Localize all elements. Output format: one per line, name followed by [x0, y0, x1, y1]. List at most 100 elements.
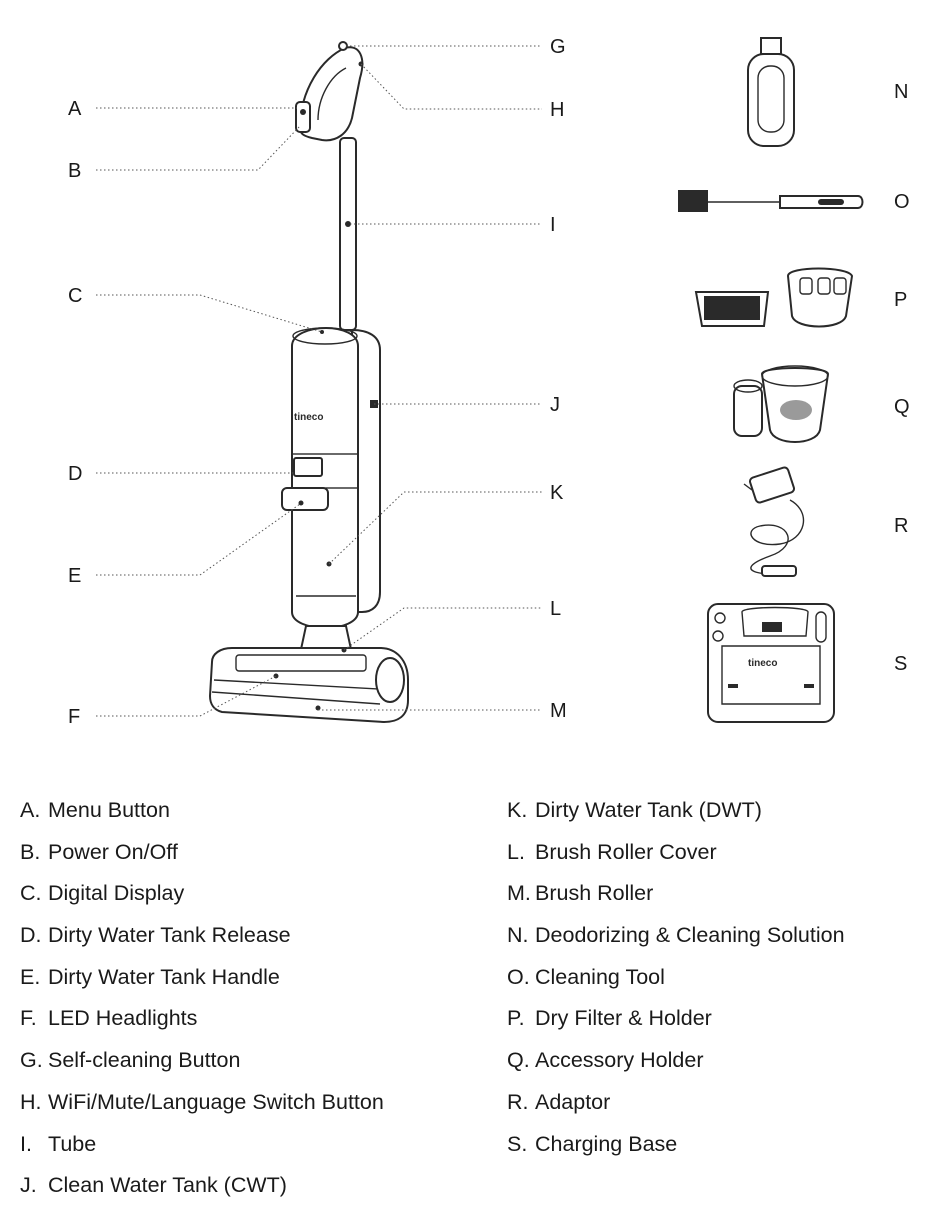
legend-item: C.Digital Display: [20, 873, 490, 915]
callout-j: J: [550, 394, 560, 416]
handle-inner-line: [317, 67, 347, 121]
legend-letter: D.: [20, 923, 42, 948]
self-cleaning-button-shape: [338, 41, 348, 51]
parts-diagram-svg: tineco: [68, 36, 910, 728]
legend-text: Dirty Water Tank Release: [48, 923, 291, 948]
adaptor-illustration: [743, 466, 805, 577]
legend-text: Adaptor: [535, 1089, 611, 1114]
callout-s: S: [894, 653, 907, 675]
legend-text: Accessory Holder: [535, 1048, 704, 1073]
accessory-holder-inner: [780, 400, 812, 420]
legend-text: WiFi/Mute/Language Switch Button: [48, 1089, 384, 1114]
legend-letter: F.: [20, 1006, 37, 1031]
brush-roller-dot: [315, 705, 321, 711]
callout-r: R: [894, 515, 908, 537]
legend-letter: C.: [20, 881, 42, 906]
charging-base-tray: [721, 645, 821, 705]
legend-item: J.Clean Water Tank (CWT): [20, 1165, 490, 1207]
dry-filter-mesh: [704, 296, 760, 320]
wheel-shape: [375, 657, 405, 703]
legend-letter: B.: [20, 839, 41, 864]
legend-item: Q.Accessory Holder: [507, 1040, 917, 1082]
callout-c: C: [68, 285, 82, 307]
headlight-dot: [273, 673, 279, 679]
floor-washer-illustration: tineco: [208, 41, 409, 724]
brush-head-top-panel: [235, 654, 367, 672]
cleaning-tool-grip: [818, 199, 844, 205]
callout-g: G: [550, 36, 566, 58]
bottle-cap: [760, 37, 782, 55]
callout-h: H: [550, 99, 564, 121]
callout-e: E: [68, 565, 81, 587]
legend-letter: L.: [507, 839, 525, 864]
callout-b: B: [68, 160, 81, 182]
legend-letter: H.: [20, 1089, 42, 1114]
legend-text: Brush Roller Cover: [535, 839, 717, 864]
accessory-holder-illustration: [733, 365, 830, 443]
legend-item: L. Brush Roller Cover: [507, 832, 917, 874]
legend-item: N.Deodorizing & Cleaning Solution: [507, 915, 917, 957]
legend-item: D.Dirty Water Tank Release: [20, 915, 490, 957]
leader-f: [96, 675, 277, 717]
legend-text: Digital Display: [48, 881, 185, 906]
accessory-holder-small-rim: [733, 379, 763, 393]
legend-text: Dry Filter & Holder: [535, 1006, 712, 1031]
handle-dot: [298, 500, 304, 506]
cleaning-tool-brush: [678, 190, 708, 212]
filter-holder-slot-1: [799, 277, 813, 295]
legend-item: P.Dry Filter & Holder: [507, 998, 917, 1040]
charging-base-slot: [815, 611, 827, 643]
callout-p: P: [894, 289, 907, 311]
legend-text: Dirty Water Tank (DWT): [535, 798, 762, 822]
legend-item: B. Power On/Off: [20, 832, 490, 874]
handle-grip: [298, 46, 364, 142]
filter-holder-slot-3: [833, 277, 847, 295]
callout-d: D: [68, 463, 82, 485]
legend-left-column: A.Menu Button B. Power On/Off C.Digital D…: [20, 790, 490, 1207]
leader-l: [343, 607, 542, 651]
accessory-holder-small-cup: [733, 385, 763, 437]
leader-lines: [96, 45, 542, 717]
main-body-shape: [291, 326, 359, 630]
base-vent-1: [728, 684, 738, 688]
display-top-ellipse: [292, 327, 358, 345]
callout-i: I: [550, 214, 556, 236]
legend-letter: Q.: [507, 1048, 530, 1073]
legend-text: Cleaning Tool: [535, 964, 665, 989]
bottle-body: [747, 53, 795, 147]
legend-item: A.Menu Button: [20, 790, 490, 832]
adaptor-prong: [743, 483, 753, 491]
legend-text: Deodorizing & Cleaning Solution: [535, 923, 845, 948]
callout-m: M: [550, 700, 567, 722]
legend-item: M.Brush Roller: [507, 873, 917, 915]
legend-item: E.Dirty Water Tank Handle: [20, 957, 490, 999]
legend-right-column: K. Dirty Water Tank (DWT) L. Brush Roller …: [507, 790, 917, 1165]
legend-letter: G.: [20, 1048, 43, 1073]
legend-letter: E.: [20, 964, 41, 989]
legend-text: Power On/Off: [48, 839, 178, 864]
charging-base-cradle: [741, 606, 809, 637]
legend-item: S.Charging Base: [507, 1124, 917, 1166]
cleaning-tool-illustration: [678, 190, 864, 212]
callout-k: K: [550, 482, 564, 504]
brush-head-line-1: [213, 679, 397, 691]
legend-letter: N.: [507, 923, 529, 948]
legend-text: Charging Base: [535, 1131, 678, 1156]
legend-letter: K.: [507, 798, 528, 822]
charging-base-hole-2: [712, 630, 724, 642]
adaptor-cable: [750, 499, 805, 575]
legend-letter: I.: [20, 1131, 32, 1156]
filter-holder-slot-2: [817, 277, 831, 295]
filter-holder-shape: [786, 267, 854, 328]
legend-letter: A.: [20, 798, 41, 822]
parts-legend: A.Menu Button B. Power On/Off C.Digital D…: [0, 790, 928, 1206]
legend-item: F.LED Headlights: [20, 998, 490, 1040]
dry-filter-illustration: [694, 267, 854, 328]
callout-q: Q: [894, 396, 910, 418]
menu-button-dot: [300, 109, 306, 115]
base-vent-2: [804, 684, 814, 688]
tube-dot: [345, 221, 351, 227]
display-dot: [320, 330, 324, 334]
legend-text: Clean Water Tank (CWT): [48, 1173, 287, 1198]
leader-b: [96, 125, 301, 171]
